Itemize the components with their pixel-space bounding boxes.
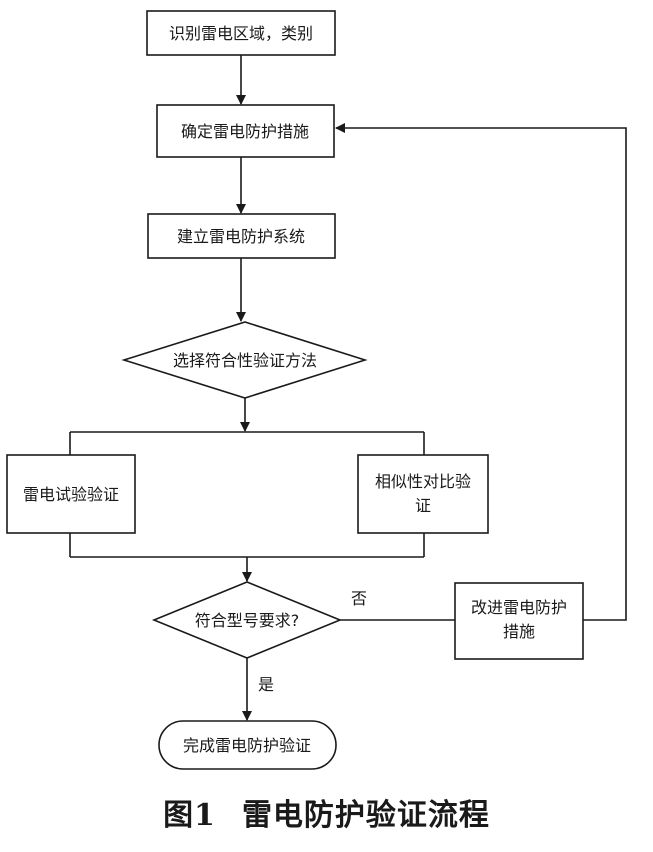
- similarity-label-line2: 证: [415, 496, 431, 515]
- similarity-node: [357, 454, 489, 534]
- build-label: 建立雷电防护系统: [177, 227, 305, 246]
- complete-label: 完成雷电防护验证: [183, 736, 311, 755]
- figure-title: 雷电防护验证流程: [241, 798, 490, 833]
- figure-number: 图1: [163, 798, 216, 833]
- improve-label-line2: 措施: [503, 622, 535, 641]
- determine-node: [156, 104, 335, 158]
- improve-node: [454, 582, 584, 660]
- identify-label: 识别雷电区域，类别: [169, 24, 313, 43]
- figure-caption: 图1 雷电防护验证流程: [0, 790, 653, 834]
- edge-label-yes: 是: [258, 675, 274, 694]
- complete-node: [158, 720, 337, 770]
- improve-label-line1: 改进雷电防护: [471, 598, 567, 617]
- edge-label-no: 否: [351, 589, 367, 608]
- lightning-test-label: 雷电试验验证: [23, 485, 119, 504]
- identify-node: [146, 10, 336, 56]
- lightning-test-node: [6, 454, 136, 534]
- similarity-label-line1: 相似性对比验: [375, 472, 471, 491]
- determine-label: 确定雷电防护措施: [181, 122, 309, 141]
- meets-requirement-label: 符合型号要求?: [195, 611, 300, 630]
- arrow-improve-to-determine: [335, 123, 627, 621]
- select-method-label: 选择符合性验证方法: [173, 351, 317, 370]
- flowchart: 识别雷电区域，类别 确定雷电防护措施 建立雷电防护系统 选择符合性验证方法 雷电…: [6, 10, 627, 770]
